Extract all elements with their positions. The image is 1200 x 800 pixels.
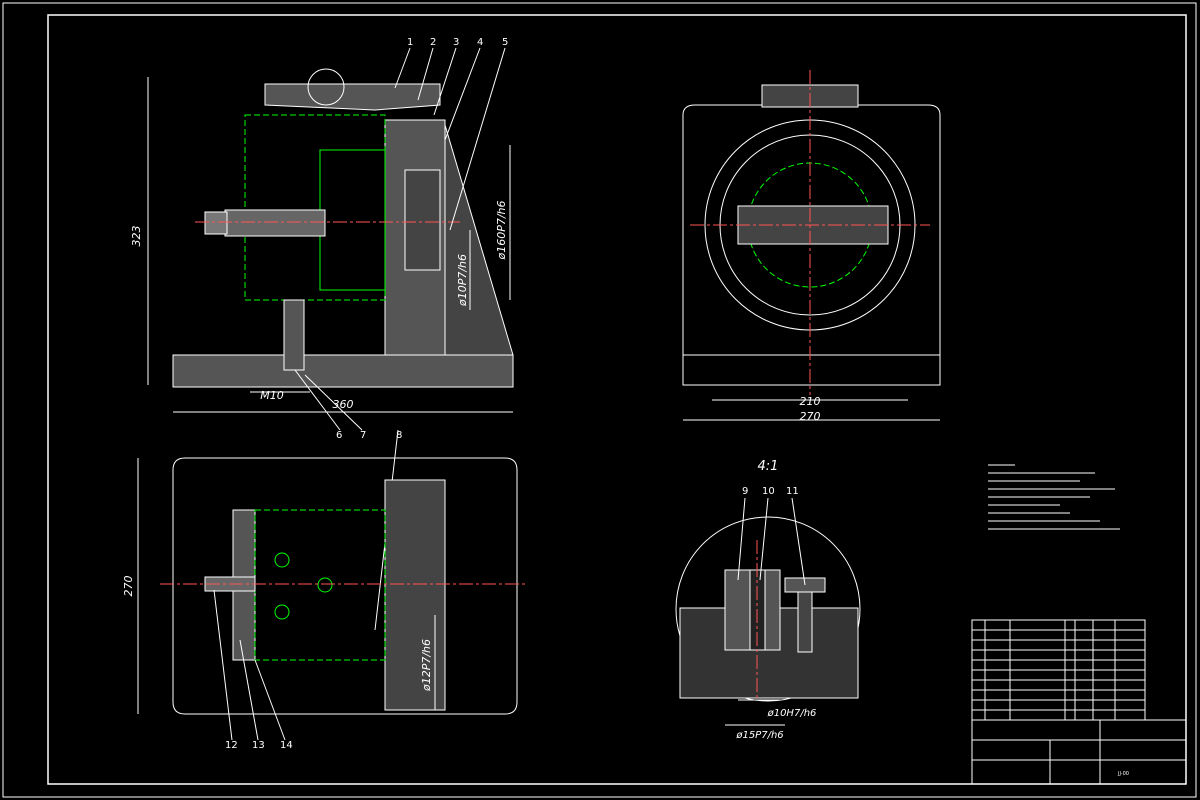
side-outer-width-dim: 270 xyxy=(800,410,821,423)
balloon-7: 7 xyxy=(360,430,366,441)
front-locator-post xyxy=(283,299,305,371)
front-clamp-arm xyxy=(264,83,441,111)
front-fit-large-dim: ø160P7/h6 xyxy=(495,200,508,260)
balloon-12: 12 xyxy=(225,740,238,751)
balloon-4: 4 xyxy=(477,37,483,48)
balloon-13: 13 xyxy=(252,740,265,751)
detail-view xyxy=(675,516,861,726)
front-fit-small-dim: ø10P7/h6 xyxy=(456,254,469,307)
front-base-plate xyxy=(172,354,514,388)
title-block xyxy=(971,619,1187,785)
plan-fit-dim: ø12P7/h6 xyxy=(420,639,433,692)
balloon-6: 6 xyxy=(336,430,342,441)
front-detail-circle xyxy=(307,68,345,106)
title-block-frame xyxy=(971,719,1187,785)
leader-11 xyxy=(791,497,806,586)
plan-view xyxy=(137,457,525,715)
plan-workpiece xyxy=(254,509,386,661)
balloon-9: 9 xyxy=(742,486,748,497)
balloon-11: 11 xyxy=(786,486,799,497)
front-rib xyxy=(444,124,514,356)
front-view xyxy=(147,68,514,413)
balloon-8: 8 xyxy=(396,430,402,441)
balloon-leaders-detail xyxy=(737,497,806,586)
side-inner-width-dim: 210 xyxy=(800,395,821,408)
balloon-14: 14 xyxy=(280,740,293,751)
balloon-leaders-plan xyxy=(213,589,286,741)
plan-hole-b xyxy=(317,577,333,593)
detail-fit-outer-dim: ø15P7/h6 xyxy=(735,730,783,741)
leader-10 xyxy=(759,497,769,581)
side-body-outline xyxy=(682,104,941,386)
leader-13 xyxy=(239,639,259,741)
leader-3 xyxy=(433,47,457,116)
leader-7 xyxy=(304,374,363,431)
front-thread-dim: M10 xyxy=(260,389,284,402)
leader-14 xyxy=(254,659,286,741)
balloon-leaders-top xyxy=(394,47,506,231)
plan-base-outline xyxy=(172,457,518,715)
front-shaft-nut xyxy=(204,211,228,235)
side-base xyxy=(682,354,941,386)
leader-1 xyxy=(394,47,411,89)
leader-2 xyxy=(417,47,434,101)
drawing-number: JJ-00 xyxy=(1117,771,1129,777)
balloon-1: 1 xyxy=(407,37,413,48)
front-workpiece-inner xyxy=(319,149,386,291)
plan-hole-a xyxy=(274,552,290,568)
detail-scale: 4:1 xyxy=(758,459,779,474)
plan-support-block xyxy=(384,479,446,711)
detail-circle xyxy=(675,516,861,702)
detail-screw-shank xyxy=(797,591,813,653)
front-workpiece xyxy=(244,114,386,301)
leader-12 xyxy=(213,589,233,741)
front-length-dim: 360 xyxy=(333,398,354,411)
plan-hole-c xyxy=(274,604,290,620)
front-height-dim: 323 xyxy=(130,226,143,247)
leader-6 xyxy=(294,369,341,431)
front-flange xyxy=(404,169,441,271)
inner-border xyxy=(47,14,1187,785)
side-view xyxy=(682,70,941,421)
technical-notes xyxy=(988,464,1120,530)
balloon-2: 2 xyxy=(430,37,436,48)
detail-fit-inner-dim: ø10H7/h6 xyxy=(767,708,817,719)
balloon-3: 3 xyxy=(453,37,459,48)
front-shaft xyxy=(224,209,326,237)
leader-4 xyxy=(444,47,481,141)
leader-9 xyxy=(737,497,746,581)
plan-width-dim: 270 xyxy=(122,576,135,597)
balloon-5: 5 xyxy=(502,37,508,48)
balloon-10: 10 xyxy=(762,486,775,497)
leader-5 xyxy=(449,47,506,231)
